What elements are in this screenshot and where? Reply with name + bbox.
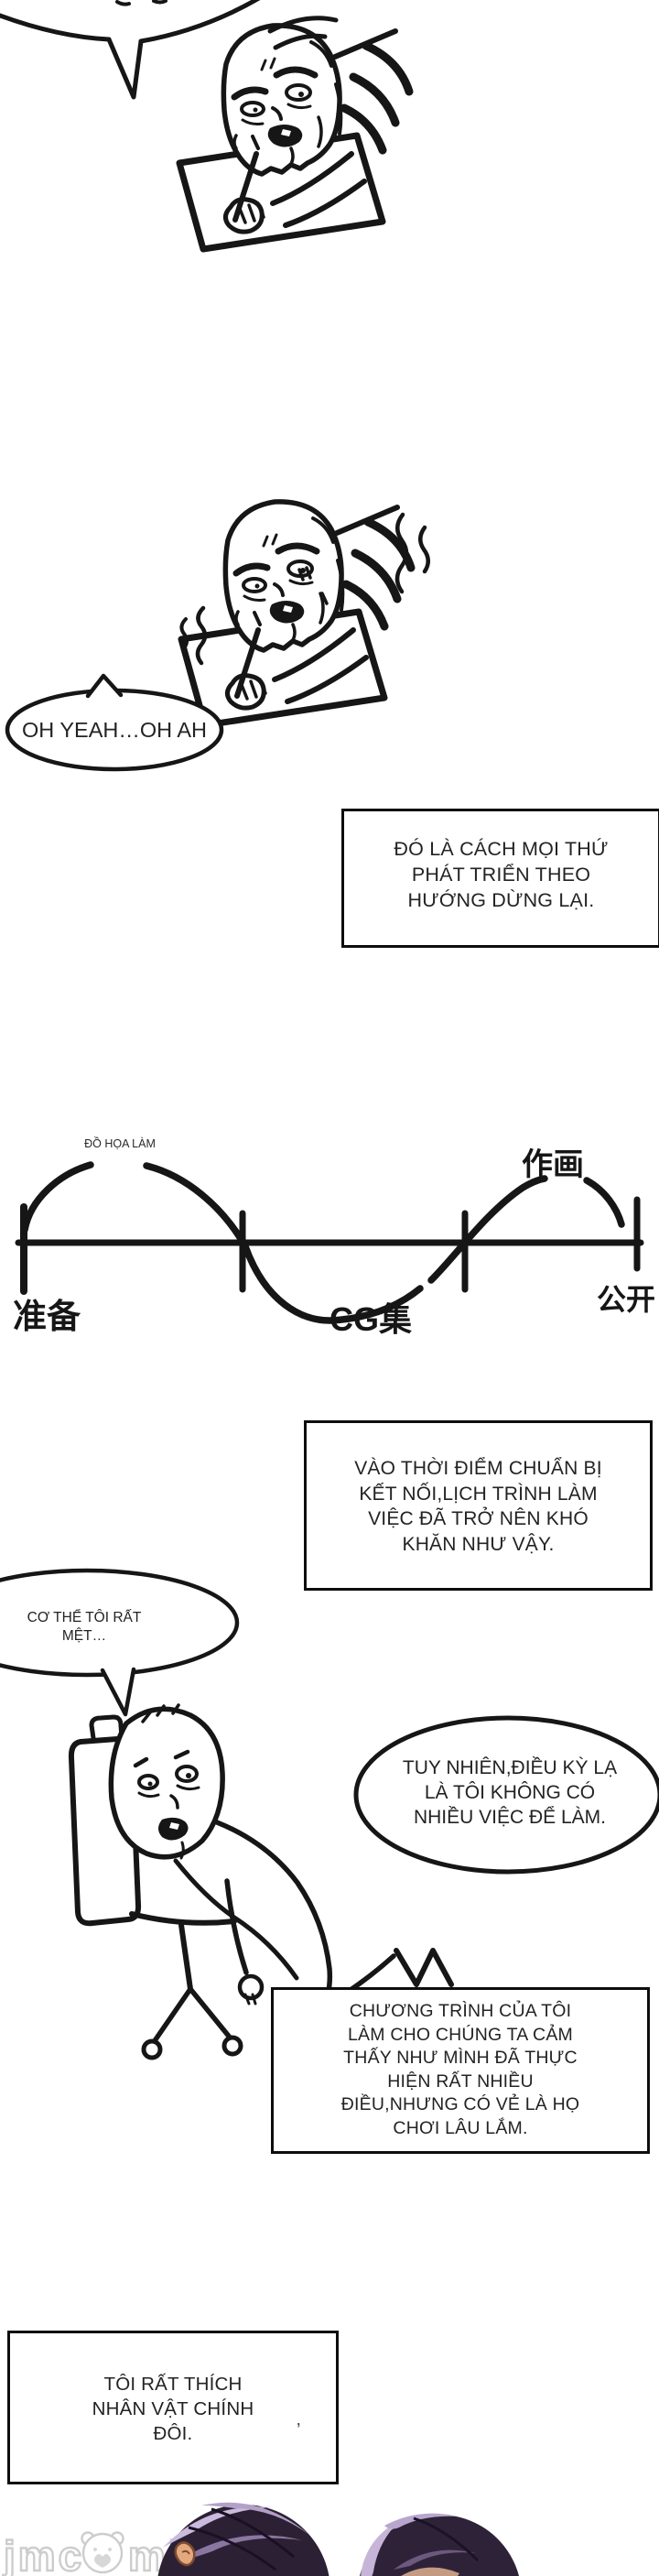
diagram-label-start: 准备 <box>13 1298 81 1335</box>
speech-bubble-tired <box>0 1568 240 1717</box>
tired-text: CƠ THỂ TÔI RẤT MỆT… <box>27 1610 142 1644</box>
mascot-icon <box>81 2531 124 2574</box>
schedule-diagram: ĐỒ HỌA LÀM 作画 准备 CG集 公开 <box>13 1136 655 1338</box>
caption-box-3: CHƯƠNG TRÌNH CỦA TÔI LÀM CHO CHÚNG TA CẢ… <box>271 1987 650 2154</box>
bottom-artwork-strip: jmc mic <box>2 2502 519 2576</box>
character-head-1 <box>157 2502 330 2576</box>
watermark-text-left: jmc <box>3 2532 84 2576</box>
motion-lines <box>267 16 339 50</box>
diagram-label-crest1: ĐỒ HỌA LÀM <box>84 1136 156 1150</box>
character-writing-1 <box>179 16 409 249</box>
stray-pen-mark: ’ <box>297 2420 301 2440</box>
ear <box>174 2541 196 2567</box>
diagram-label-trough: CG集 <box>330 1300 412 1338</box>
stress-squiggles <box>179 512 430 666</box>
character-writing-2 <box>179 502 430 725</box>
character-head-2 <box>360 2513 519 2576</box>
caption-box-1: ĐÓ LÀ CÁCH MỌI THỨ PHÁT TRIỂN THEO HƯỚNG… <box>341 809 659 948</box>
character-slumped-drawing <box>68 1703 454 2060</box>
diagram-label-crest2: 作画 <box>522 1147 584 1182</box>
speech-bubble-top-partial <box>0 0 261 100</box>
caption-box-2: VÀO THỜI ĐIỂM CHUẨN BỊ KẾT NỐI,LỊCH TRÌN… <box>304 1420 653 1591</box>
speech-bubble-oh-yeah <box>5 673 224 772</box>
diagram-strokes <box>15 1161 644 1324</box>
diagram-label-end: 公开 <box>597 1283 655 1316</box>
caption-box-4: TÔI RẤT THÍCH NHÂN VẬT CHÍNH ĐÔI. <box>7 2331 339 2484</box>
writing-panels-drawing <box>0 0 430 772</box>
however-text: TUY NHIÊN,ĐIỀU KỲ LẠ LÀ TÔI KHÔNG CÓ NHI… <box>402 1757 618 1828</box>
oh-yeah-text: OH YEAH…OH AH <box>22 718 207 742</box>
speech-bubble-however <box>353 1715 659 1875</box>
